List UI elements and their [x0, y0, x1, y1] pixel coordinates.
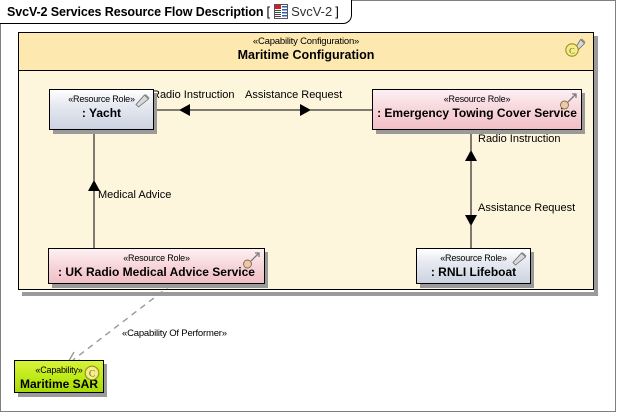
edge-label-capability-of-performer: «Capability Of Performer»	[122, 328, 227, 339]
capability-configuration-container[interactable]: «Capability Configuration» Maritime Conf…	[18, 32, 594, 290]
edge-label-medical-advice: Medical Advice	[98, 189, 172, 201]
yacht-shadow-bottom	[53, 130, 157, 134]
node-uk-radio-medical-advice-service[interactable]: «Resource Role» : UK Radio Medical Advic…	[48, 248, 265, 284]
node-ukradio-name: : UK Radio Medical Advice Service	[58, 265, 255, 279]
service-role-icon	[559, 93, 579, 116]
towing-shadow-bottom	[376, 130, 585, 134]
yacht-shadow-right	[153, 93, 157, 134]
wrench-icon	[509, 252, 527, 272]
sar-shadow-right	[103, 364, 107, 397]
arrowhead-assistance-request-down	[465, 215, 477, 226]
svg-text:C: C	[89, 369, 95, 379]
page-title: SvcV-2 Services Resource Flow Descriptio…	[7, 4, 264, 19]
node-rnli-stereotype: «Resource Role»	[440, 253, 507, 263]
node-yacht-stereotype: «Resource Role»	[68, 94, 135, 104]
container-shadow-right	[594, 36, 598, 296]
edge-label-radio-instruction-yacht: Radio Instruction	[152, 89, 235, 101]
container-stereotype: «Capability Configuration»	[252, 36, 360, 47]
svg-text:C: C	[569, 45, 575, 55]
rnli-shadow-right	[530, 252, 534, 288]
node-emergency-towing-cover-service[interactable]: «Resource Role» : Emergency Towing Cover…	[372, 89, 582, 130]
edge-label-assistance-request-lifeboat: Assistance Request	[478, 202, 576, 214]
diagram-tab-label: SvcV-2	[291, 4, 333, 19]
diagram-title-tab[interactable]: SvcV-2 Services Resource Flow Descriptio…	[0, 0, 352, 24]
edge-label-assistance-request-towing: Assistance Request	[245, 89, 343, 101]
title-bracket-close: ]	[335, 4, 339, 19]
ukradio-shadow-right	[264, 252, 268, 288]
capability-c-icon: C	[565, 43, 579, 57]
node-yacht-name: : Yacht	[81, 106, 122, 120]
container-header: «Capability Configuration» Maritime Conf…	[19, 33, 593, 71]
uml-diagram-icon	[274, 4, 289, 19]
sar-shadow-bottom	[18, 393, 107, 397]
arrowhead-medical-advice-up	[88, 180, 100, 191]
towing-shadow-right	[581, 93, 585, 134]
capability-c-icon: C	[84, 365, 100, 386]
node-sar-name: Maritime SAR	[19, 377, 99, 391]
node-towing-name: : Emergency Towing Cover Service	[377, 106, 577, 120]
node-towing-stereotype: «Resource Role»	[443, 94, 511, 104]
node-maritime-sar[interactable]: «Capability» Maritime SAR C	[14, 360, 104, 393]
edge-label-radio-instruction-lifeboat: Radio Instruction	[478, 133, 561, 145]
service-role-icon	[242, 252, 262, 275]
node-rnli-lifeboat[interactable]: «Resource Role» : RNLI Lifeboat	[416, 248, 531, 284]
node-rnli-name: : RNLI Lifeboat	[430, 265, 517, 279]
ukradio-shadow-bottom	[52, 284, 268, 288]
node-ukradio-stereotype: «Resource Role»	[123, 253, 190, 263]
container-name: Maritime Configuration	[237, 48, 375, 62]
node-yacht[interactable]: «Resource Role» : Yacht	[49, 89, 154, 130]
arrowhead-radio-instruction-up	[465, 150, 477, 161]
title-bracket-open: [	[266, 4, 271, 19]
wrench-icon	[132, 94, 150, 114]
node-sar-stereotype: «Capability»	[35, 365, 83, 375]
container-icons: C	[563, 38, 589, 60]
arrowhead-assistance-request-right	[300, 104, 311, 116]
container-shadow-bottom	[22, 292, 598, 296]
rnli-shadow-bottom	[420, 284, 534, 288]
arrowhead-radio-instruction-left	[179, 104, 190, 116]
